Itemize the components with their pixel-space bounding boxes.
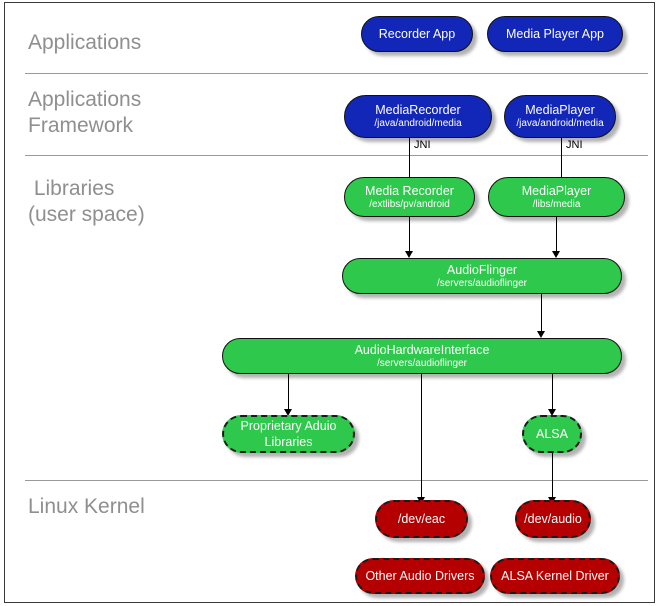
node-dev-eac[interactable]: /dev/eac [375, 500, 468, 538]
node-title: Other Audio Drivers [365, 568, 475, 583]
node-subtitle: /libs/media [532, 198, 581, 210]
node-alsa[interactable]: ALSA [522, 415, 582, 453]
connector-audioflinger-to-audiohardwareinterface [541, 294, 542, 332]
divider-applications-framework [25, 155, 648, 156]
node-other-audio-drivers[interactable]: Other Audio Drivers [355, 558, 485, 594]
node-mediaplayer-framework[interactable]: MediaPlayer /java/android/media [504, 95, 616, 138]
node-title: AudioHardwareInterface [354, 342, 490, 357]
node-alsa-kernel-driver[interactable]: ALSA Kernel Driver [490, 558, 620, 594]
node-subtitle: /extlibs/pv/android [369, 198, 450, 210]
node-title: AudioFlinger [446, 262, 518, 277]
node-title: ALSA [536, 426, 568, 441]
connector-mediaplayer-jni [561, 138, 562, 184]
node-proprietary-audio-libraries[interactable]: Proprietary Aduio Libraries [222, 415, 355, 453]
node-subtitle: /java/android/media [516, 118, 604, 129]
edge-label-jni-player: JNI [566, 139, 583, 151]
node-dev-audio[interactable]: /dev/audio [515, 500, 591, 538]
section-label-applications-framework: Applications Framework [28, 88, 142, 137]
section-label-libraries: Libraries (user space) [28, 177, 145, 226]
arrowhead-ahi-to-proprietary-libs [284, 409, 292, 416]
node-title: Recorder App [378, 26, 456, 41]
node-subtitle: /servers/audioflinger [436, 277, 528, 289]
node-title: Media Recorder [365, 183, 454, 198]
node-title: /dev/eac [397, 511, 446, 526]
divider-applications [25, 73, 648, 74]
node-audiohardwareinterface[interactable]: AudioHardwareInterface /servers/audiofli… [222, 338, 622, 374]
connector-mediarecorder-jni [409, 138, 410, 184]
connector-ahi-to-dev-eac [421, 374, 422, 501]
node-title: ALSA Kernel Driver [501, 568, 609, 583]
node-title: Proprietary Aduio Libraries [240, 419, 337, 449]
node-audioflinger[interactable]: AudioFlinger /servers/audioflinger [342, 258, 622, 294]
connector-mediarecorder-to-audioflinger [409, 217, 410, 252]
connector-ahi-to-proprietary-libs [288, 374, 289, 410]
connector-mediaplayer-to-audioflinger [556, 217, 557, 252]
node-media-recorder-library[interactable]: Media Recorder /extlibs/pv/android [344, 177, 475, 217]
node-media-player-app[interactable]: Media Player App [487, 16, 623, 52]
arrowhead-ahi-to-alsa [548, 409, 556, 416]
edge-label-jni-recorder: JNI [414, 139, 431, 151]
node-mediarecorder-framework[interactable]: MediaRecorder /java/android/media [344, 95, 492, 138]
connector-ahi-to-alsa [552, 374, 553, 410]
node-recorder-app[interactable]: Recorder App [361, 16, 473, 52]
node-title: /dev/audio [524, 511, 582, 526]
node-subtitle: /servers/audioflinger [376, 357, 468, 369]
node-title: Media Player App [506, 26, 604, 41]
section-label-linux-kernel: Linux Kernel [28, 495, 145, 518]
arrowhead-mediarecorder-to-audioflinger [405, 251, 413, 258]
arrowhead-audioflinger-to-audiohardwareinterface [537, 331, 545, 338]
node-subtitle: /java/android/media [374, 118, 462, 129]
node-title: MediaRecorder [375, 103, 461, 117]
node-title: MediaPlayer [521, 183, 592, 198]
connector-alsa-to-dev-audio [552, 453, 553, 501]
node-mediaplayer-library[interactable]: MediaPlayer /libs/media [488, 177, 625, 217]
divider-linux-kernel [25, 480, 648, 481]
node-title: MediaPlayer [525, 103, 595, 117]
arrowhead-mediaplayer-to-audioflinger [552, 251, 560, 258]
section-label-applications: Applications [28, 31, 142, 54]
